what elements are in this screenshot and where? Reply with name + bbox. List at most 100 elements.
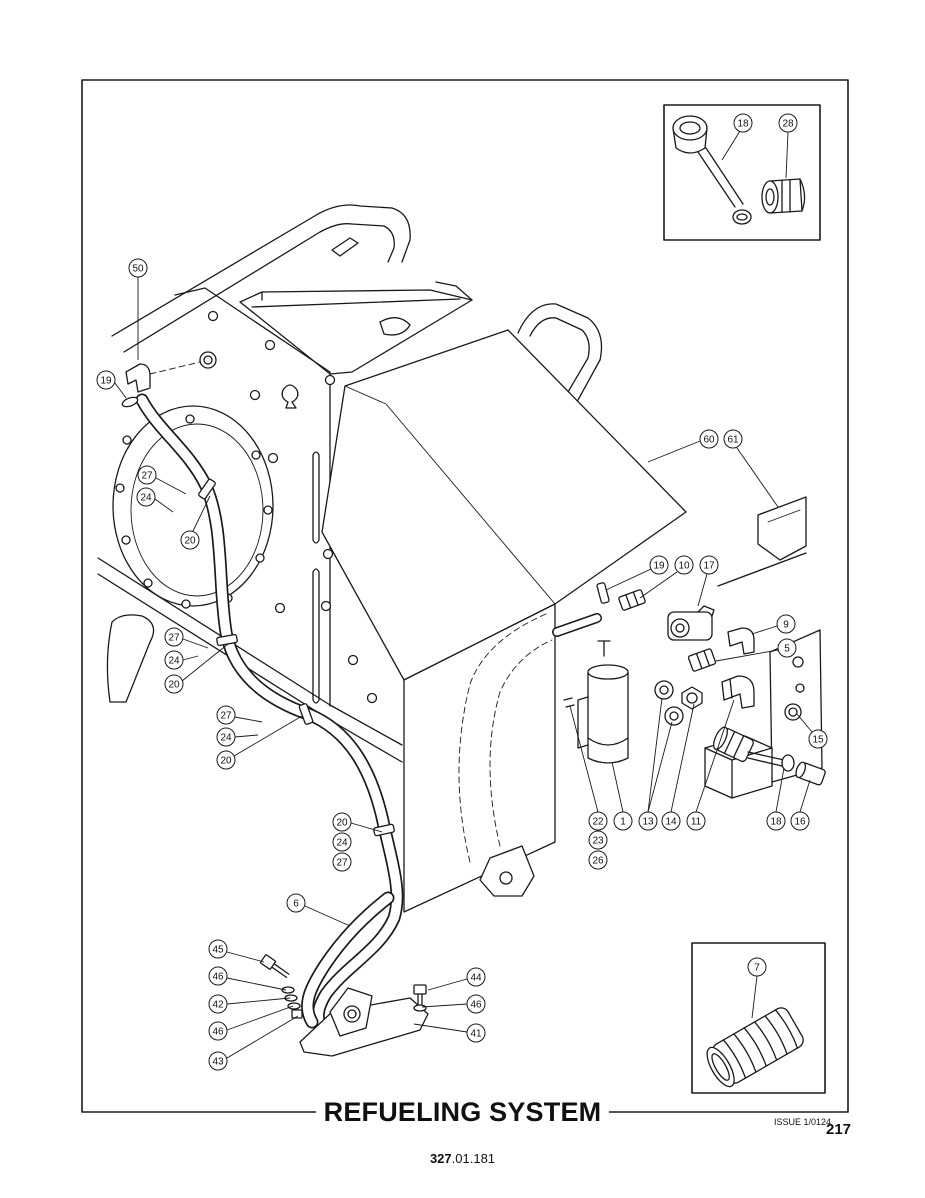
callout-46: 46 bbox=[208, 966, 228, 986]
plate-bolt bbox=[792, 656, 804, 668]
plug-face bbox=[795, 761, 807, 779]
callout-27: 27 bbox=[216, 705, 236, 725]
callout-label: 41 bbox=[470, 1029, 482, 1040]
filter-canister bbox=[587, 671, 629, 764]
connector-line bbox=[717, 552, 807, 587]
callout-20: 20 bbox=[216, 750, 236, 770]
callout-label: 11 bbox=[691, 817, 702, 828]
figure-title-row: REFUELING SYSTEM bbox=[0, 1096, 925, 1128]
valve-lever bbox=[697, 605, 715, 617]
tank-top-face bbox=[321, 329, 687, 681]
callout-label: 13 bbox=[642, 817, 654, 828]
valve-port-inner bbox=[675, 623, 685, 633]
coupler-face bbox=[713, 726, 728, 750]
callout-label: 27 bbox=[168, 633, 180, 644]
bolt bbox=[249, 389, 261, 401]
elbow-fitting bbox=[125, 363, 151, 393]
bolt-head bbox=[413, 984, 427, 995]
washer-46-lower bbox=[287, 1002, 301, 1010]
leader-lines bbox=[114, 277, 813, 1059]
fitting-bore bbox=[669, 711, 679, 721]
flange-outer bbox=[112, 405, 274, 607]
elbow-fitting-11 bbox=[721, 675, 755, 709]
bolt bbox=[264, 339, 276, 351]
callout-label: 27 bbox=[220, 711, 232, 722]
fitting-15 bbox=[784, 703, 802, 721]
fitting-bore bbox=[686, 692, 698, 704]
coupler-mouth bbox=[706, 1046, 735, 1088]
flange-bolt bbox=[115, 483, 125, 493]
bolt bbox=[366, 692, 378, 704]
callout-label: 24 bbox=[336, 838, 348, 849]
fitting-body bbox=[618, 589, 646, 611]
right-components bbox=[552, 496, 826, 799]
fuel-filter bbox=[563, 640, 629, 764]
plate-port bbox=[199, 351, 217, 369]
washer-46-right bbox=[413, 1004, 427, 1012]
flange-bolt bbox=[121, 535, 131, 545]
elbow-detail bbox=[729, 678, 733, 699]
callout-label: 20 bbox=[336, 818, 348, 829]
figure-code-bold: 327 bbox=[429, 1151, 452, 1166]
bolt bbox=[274, 602, 286, 614]
fitting-body bbox=[654, 680, 674, 700]
figure-code-rest: .01.181 bbox=[451, 1151, 496, 1166]
coupler-corrugations bbox=[722, 1009, 799, 1079]
callout-label: 24 bbox=[220, 733, 232, 744]
page-number: 217 bbox=[826, 1121, 852, 1138]
bolt bbox=[207, 310, 219, 322]
callout-11: 11 bbox=[686, 811, 706, 831]
callout-22: 22 bbox=[588, 811, 608, 831]
short-pipe-body bbox=[553, 614, 601, 636]
filter-hardware bbox=[563, 640, 611, 708]
elbow-body bbox=[721, 675, 755, 709]
callout-label: 6 bbox=[293, 899, 299, 910]
callout-label: 26 bbox=[592, 856, 604, 867]
flange-bolt bbox=[255, 553, 265, 563]
plug-28-bore bbox=[765, 188, 775, 206]
bolt-shank bbox=[417, 993, 423, 1005]
bolt-45 bbox=[259, 954, 290, 979]
callout-27: 27 bbox=[164, 627, 184, 647]
valve-17 bbox=[667, 605, 715, 641]
bolt bbox=[347, 654, 359, 666]
callout-17: 17 bbox=[699, 555, 719, 575]
inset-leaders bbox=[721, 130, 789, 179]
strap-ring bbox=[732, 209, 752, 225]
plate-bolt bbox=[795, 683, 805, 693]
callout-46: 46 bbox=[466, 994, 486, 1014]
plate-port-inner bbox=[203, 355, 213, 365]
callout-label: 1 bbox=[620, 817, 626, 828]
plug-16 bbox=[795, 761, 826, 786]
callout-24: 24 bbox=[136, 487, 156, 507]
callout-label: 61 bbox=[727, 435, 739, 446]
fuel-hose bbox=[135, 393, 404, 1037]
callout-20: 20 bbox=[180, 530, 200, 550]
callout-label: 46 bbox=[212, 1027, 224, 1038]
filter-band bbox=[587, 737, 629, 746]
mounting-plate-right bbox=[769, 629, 823, 783]
chassis-rails bbox=[111, 204, 411, 353]
right-handrail bbox=[517, 303, 603, 401]
callout-label: 46 bbox=[470, 1000, 482, 1011]
keyhole bbox=[281, 384, 299, 409]
bolt bbox=[322, 548, 334, 560]
callout-16: 16 bbox=[790, 811, 810, 831]
hose-loop-body bbox=[302, 893, 393, 1027]
fitting-hex-lines bbox=[695, 650, 711, 670]
callout-label: 45 bbox=[212, 945, 224, 956]
washer-42 bbox=[284, 994, 298, 1002]
washer-46 bbox=[281, 986, 295, 994]
hose-clamp bbox=[198, 478, 216, 500]
callout-label: 27 bbox=[141, 471, 153, 482]
figure-code: 327.01.181 bbox=[0, 1151, 925, 1166]
callout-27: 27 bbox=[137, 465, 157, 485]
lower-chassis bbox=[97, 557, 403, 763]
callout-9: 9 bbox=[776, 614, 796, 634]
cap-strap bbox=[697, 147, 744, 208]
callout-label: 28 bbox=[782, 119, 794, 130]
callout-label: 17 bbox=[703, 561, 715, 572]
callout-13: 13 bbox=[638, 811, 658, 831]
coupler-bore bbox=[711, 1053, 730, 1081]
callout-41: 41 bbox=[466, 1023, 486, 1043]
